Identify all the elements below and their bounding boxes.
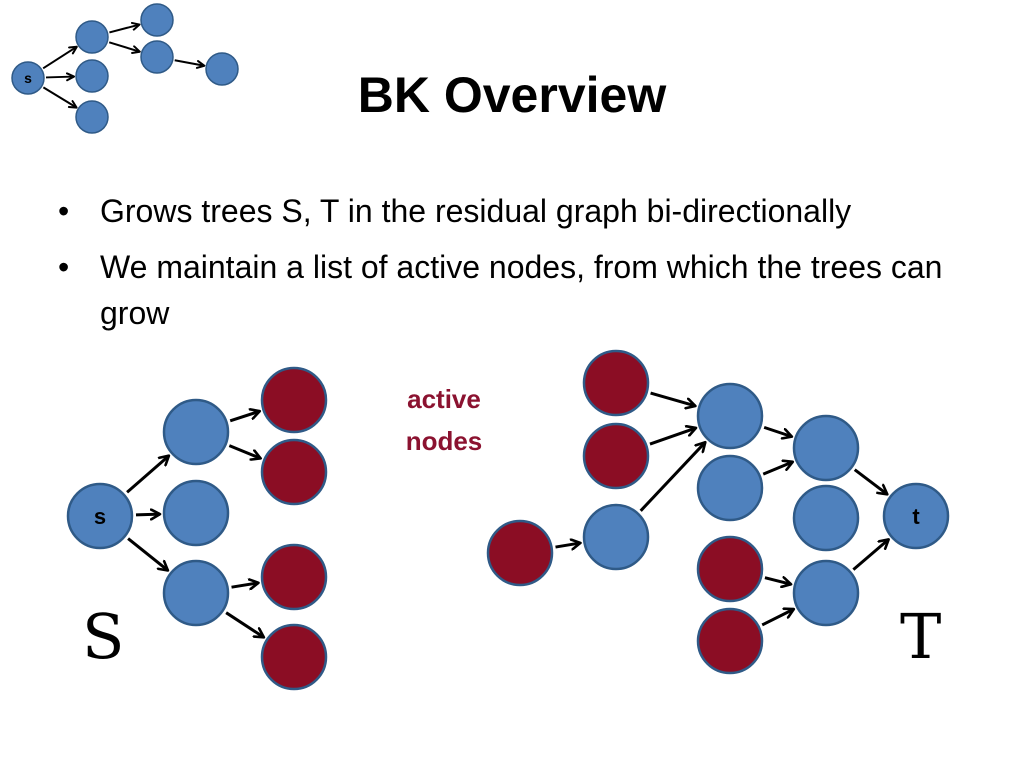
node-t	[882, 482, 950, 550]
active-node-r1	[582, 349, 650, 417]
bullet-text: We maintain a list of active nodes, from…	[100, 249, 943, 331]
tree-s: s	[66, 366, 328, 691]
node-label-s: s	[94, 504, 106, 529]
edge-arrow-s-n1	[126, 456, 169, 494]
node-m1	[696, 382, 764, 450]
node-n1	[162, 398, 230, 466]
node-e	[140, 40, 174, 74]
logo-graph: s	[11, 3, 239, 134]
edge-arrow-a-d	[109, 21, 141, 34]
edge-arrow-r4-m5	[764, 578, 791, 585]
edge-arrow-r1-m1	[650, 391, 696, 406]
node-a	[75, 20, 109, 54]
edge-arrow-n3-a4	[225, 611, 264, 638]
active-nodes-label: active nodes	[384, 378, 504, 462]
bullet-text: Grows trees S, T in the residual graph b…	[100, 193, 852, 229]
edge-arrow-e-f	[174, 59, 206, 69]
edge-arrow-n1-a1	[229, 411, 260, 423]
active-node-a2	[260, 438, 328, 506]
node-label-s: s	[24, 70, 32, 86]
edge-arrow-r2-m1	[649, 428, 696, 446]
bullet-list: • Grows trees S, T in the residual graph…	[58, 188, 978, 346]
node-m2	[582, 503, 650, 571]
edge-arrow-s-c	[42, 86, 78, 109]
active-node-r2	[582, 422, 650, 490]
edge-arrow-s-a	[42, 45, 78, 70]
node-c	[75, 100, 109, 134]
edge-arrow-m5-t	[852, 539, 888, 571]
node-b	[75, 59, 109, 93]
node-m5	[792, 559, 860, 627]
active-node-r3	[486, 519, 554, 587]
node-label-t: t	[912, 504, 920, 529]
edge-arrow-r3-m2	[555, 543, 581, 547]
tree-t: t	[486, 349, 950, 675]
active-node-a1	[260, 366, 328, 434]
active-label-line2: nodes	[405, 426, 483, 456]
bullet-item: • We maintain a list of active nodes, fr…	[58, 244, 978, 336]
bullet-item: • Grows trees S, T in the residual graph…	[58, 188, 978, 234]
bullet-marker: •	[58, 193, 70, 229]
page-title: BK Overview	[357, 67, 667, 123]
edge-arrow-m2-m1	[639, 442, 706, 512]
active-label-line1: active	[407, 384, 481, 414]
edge-arrow-n1-a2	[228, 444, 260, 459]
node-d	[140, 3, 174, 37]
edge-arrow-m4-m3	[762, 462, 793, 476]
node-m4	[696, 454, 764, 522]
node-m3	[792, 414, 860, 482]
edge-arrow-s-n3	[127, 537, 168, 571]
active-node-r5	[696, 607, 764, 675]
edge-arrow-a-e	[108, 41, 141, 54]
edge-arrow-m1-m3	[763, 425, 792, 436]
node-s	[11, 61, 45, 95]
node-s	[66, 482, 134, 550]
edge-arrow-s-b	[45, 72, 76, 82]
node-f	[205, 52, 239, 86]
edge-arrow-s-n2	[135, 514, 160, 515]
active-node-a3	[260, 543, 328, 611]
node-n3	[162, 559, 230, 627]
tree-t-label: T	[900, 600, 942, 673]
edge-arrow-r5-m5	[761, 609, 794, 627]
bullet-marker: •	[58, 249, 70, 285]
node-n2	[162, 479, 230, 547]
edge-arrow-m3-t	[853, 468, 888, 495]
tree-s-label: S	[82, 600, 125, 673]
node-m6	[792, 484, 860, 552]
edge-arrow-n3-a3	[231, 583, 259, 587]
active-node-r4	[696, 535, 764, 603]
active-node-a4	[260, 623, 328, 691]
